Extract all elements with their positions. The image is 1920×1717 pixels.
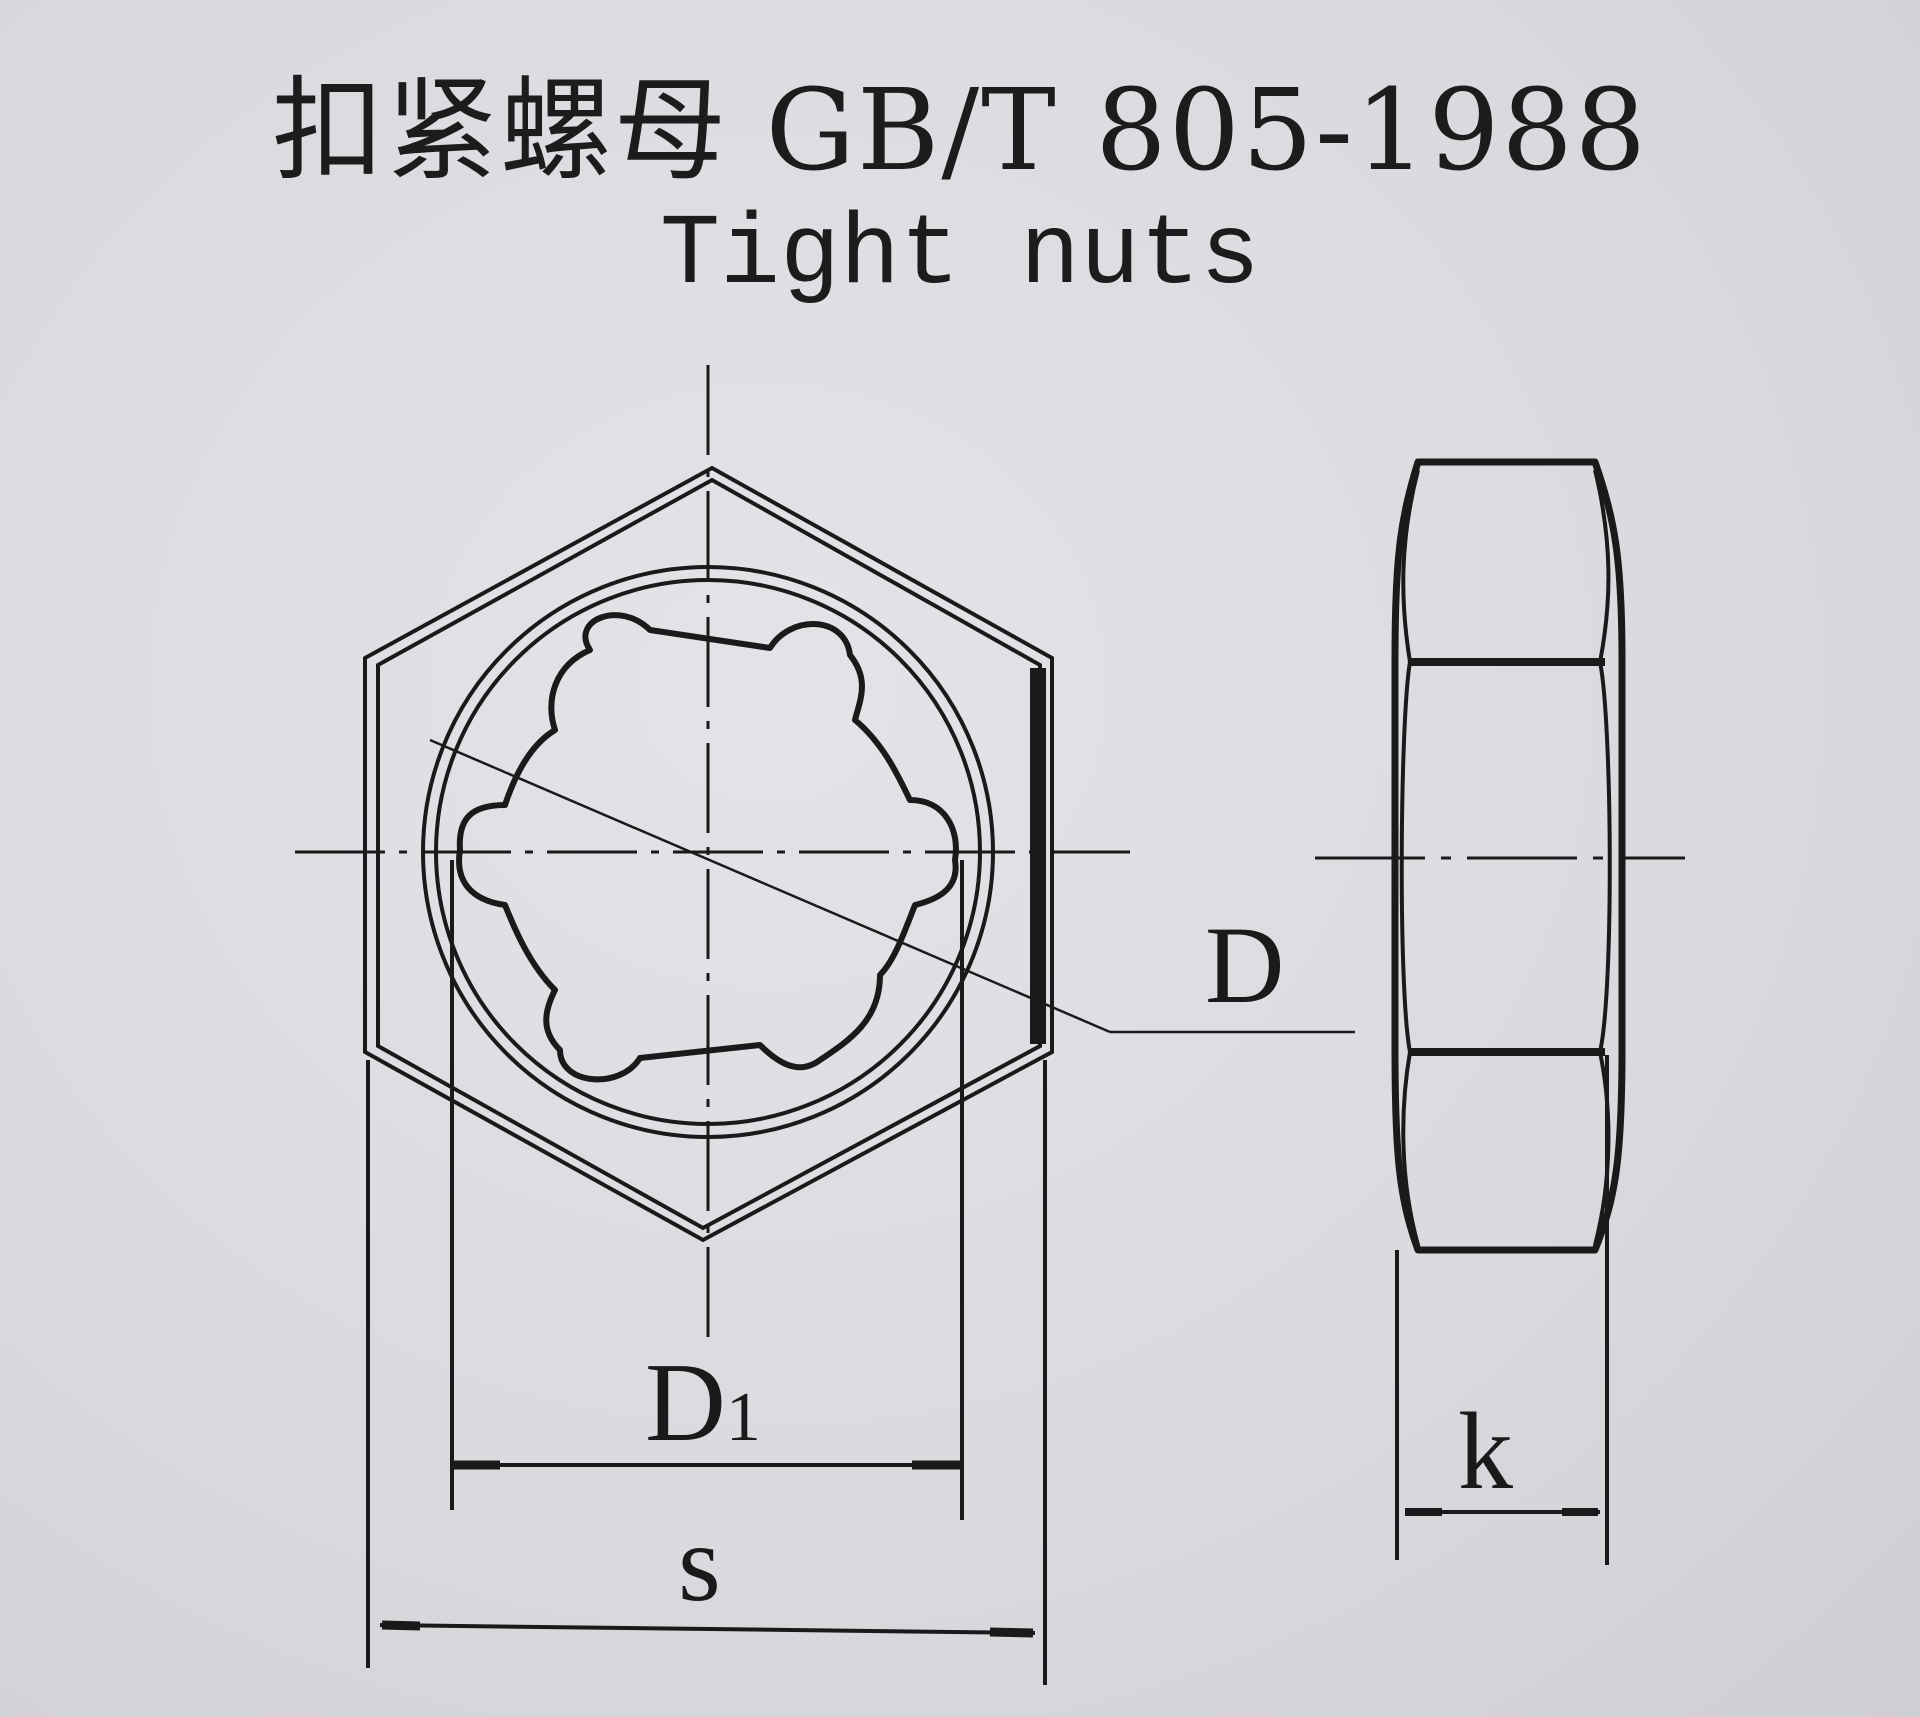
label-D1: D1 bbox=[645, 1341, 761, 1465]
label-s: s bbox=[678, 1502, 721, 1624]
label-D1-main: D bbox=[645, 1341, 726, 1465]
leader-D bbox=[429, 738, 1355, 1034]
side-view bbox=[1315, 458, 1685, 1565]
side-face-lines bbox=[1408, 658, 1605, 1056]
side-body bbox=[1391, 458, 1626, 1254]
label-k: k bbox=[1458, 1390, 1513, 1512]
diagram-subtitle: Tight nuts bbox=[659, 200, 1261, 313]
hexagon-outline bbox=[363, 465, 1054, 1243]
chamfer-circle bbox=[421, 565, 995, 1139]
extension-lines-side bbox=[1395, 1055, 1609, 1565]
diagram-title: 扣紧螺母 GB/T 805-1988 bbox=[271, 66, 1649, 196]
front-view bbox=[295, 365, 1355, 1685]
label-D1-sub: 1 bbox=[726, 1379, 761, 1456]
dimension-s bbox=[379, 1620, 1036, 1638]
front-centerlines bbox=[295, 365, 1130, 1340]
tooth-profile bbox=[456, 612, 959, 1083]
side-face-arcs bbox=[1399, 469, 1612, 1246]
extension-lines-front bbox=[366, 860, 1047, 1685]
label-D: D bbox=[1205, 904, 1284, 1026]
